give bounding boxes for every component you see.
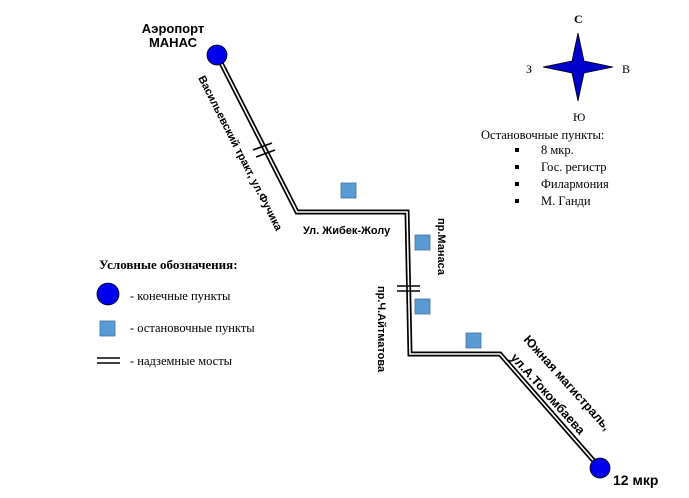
compass-north-label: С [574, 12, 583, 26]
street-label-manasa: пр.Манаса [435, 218, 447, 276]
legend-stops-label: - остановочные пункты [130, 321, 255, 335]
stops-bullet-2 [515, 165, 519, 169]
stops-item-4: М. Ганди [541, 194, 591, 208]
stop-marker-3 [414, 298, 431, 315]
legend-stop-symbol [99, 320, 116, 337]
stop-marker-4 [465, 332, 482, 349]
stops-bullet-3 [515, 182, 519, 186]
stops-item-1: 8 мкр. [541, 143, 574, 157]
stops-bullet-4 [515, 199, 519, 203]
endpoint-12-mkr [589, 457, 611, 479]
stops-title: Остановочные пункты: [481, 128, 604, 142]
legend-endpoints-label: - конечные пункты [130, 289, 231, 303]
stop-marker-2 [414, 234, 431, 251]
route-line [214, 53, 602, 470]
compass-west-label: З [526, 62, 532, 76]
compass-south-label: Ю [573, 110, 585, 124]
stop-marker-1 [340, 182, 357, 199]
compass-east-label: В [622, 62, 630, 76]
street-label-aitmatova: пр.Ч.Айтматова [375, 286, 387, 373]
stops-bullet-1 [515, 148, 519, 152]
airport-label-line2: МАНАС [149, 35, 198, 50]
end-label-12-mkr: 12 мкр [613, 472, 658, 488]
airport-label-line1: Аэропорт [142, 21, 205, 36]
bridge-marker-north [252, 142, 276, 158]
legend-bridges-label: - надземные мосты [130, 354, 233, 368]
legend-endpoint-symbol [96, 282, 120, 306]
legend-title: Условные обозначения: [99, 257, 238, 272]
stops-item-2: Гос. регистр [541, 160, 607, 174]
stops-item-3: Филармония [541, 177, 609, 191]
compass-rose [542, 32, 614, 102]
street-label-zhibek-zholu: Ул. Жибек-Жолу [303, 225, 391, 237]
endpoint-airport [206, 44, 228, 66]
bridge-marker-middle [397, 285, 420, 292]
